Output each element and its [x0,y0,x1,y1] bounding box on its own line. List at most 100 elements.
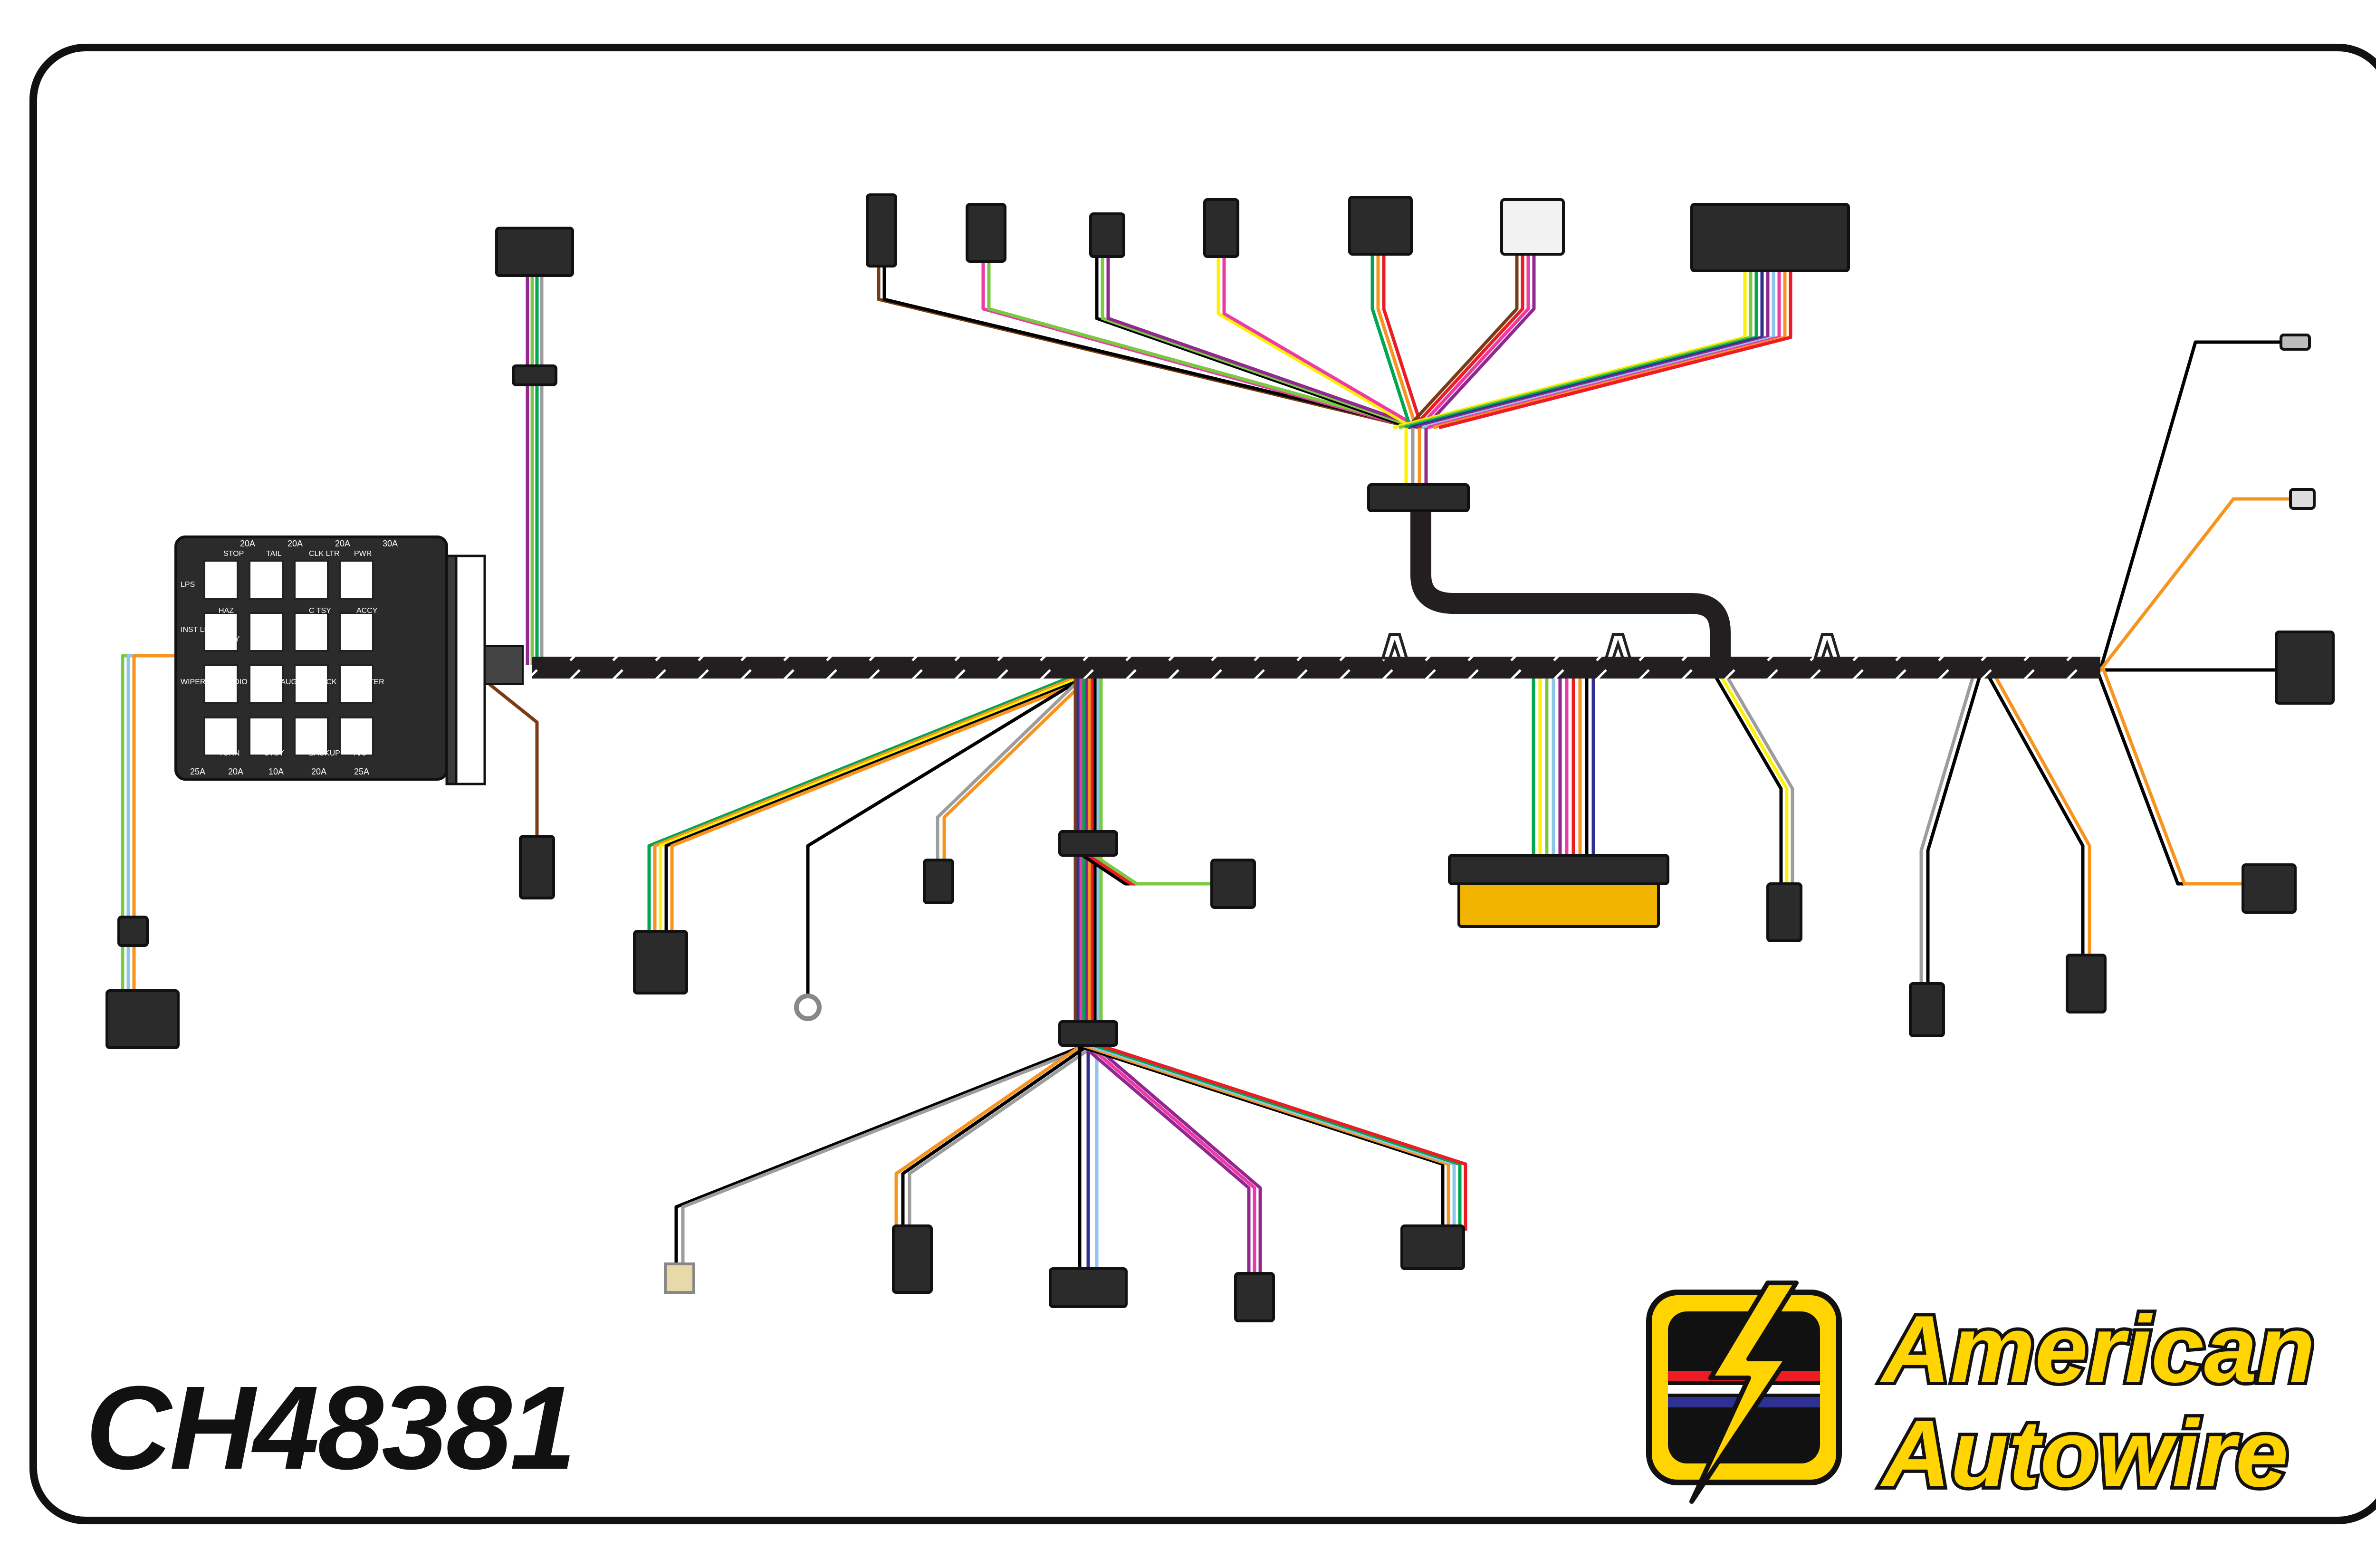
wire [2102,669,2246,886]
fuse-name-label: WIPER [181,678,205,686]
fuse-name-label: INST LPS [181,626,214,634]
main-trunk [532,508,2100,679]
wire [894,1044,1083,1245]
connector-icon [1766,882,1802,942]
wire [647,673,1078,941]
wire [674,1043,1086,1264]
fuse-slot [294,612,329,652]
wire [2099,497,2295,671]
wire [681,1043,1092,1264]
fuse-amp-label: 25A [190,767,205,776]
connector-icon [495,227,574,277]
connector-icon [1909,982,1945,1037]
fuse-slot [339,664,374,704]
wire [1099,1043,1467,1231]
wire [806,673,1089,998]
wire [942,673,1093,865]
fuse-amp-label: 30A [383,539,398,548]
fuse-amp-label: 20A [287,539,303,548]
connector-icon [117,916,149,947]
fuse-amp-label: 10A [268,767,284,776]
fuse-slot [249,717,284,756]
fuse-amp-label: 20A [311,767,326,776]
brand-logo [1646,1281,1842,1504]
page-border [29,44,2376,1524]
connector-icon [512,364,557,386]
connector-icon [2242,863,2297,914]
connector-icon [892,1224,933,1294]
connector-icon [923,859,954,904]
wire [1724,674,1794,893]
fuse-name-label: ACCY [356,607,378,615]
wire [1406,238,1519,429]
wire [670,673,1101,941]
connector-icon [633,930,688,994]
connector-icon [2289,488,2316,510]
wire [659,673,1089,941]
connector-icon [866,193,897,268]
wire [1092,1044,1262,1278]
wire [1222,242,1420,430]
brand-name-line2: Autowire [1878,1401,2292,1507]
brand-name-line1: American [1878,1296,2319,1402]
connector-icon [519,835,555,899]
fuse-name-label: ACCY [219,635,240,643]
wire [901,1044,1089,1245]
fuse-slot [339,717,374,756]
fuse-name-label: RADIO [223,678,248,686]
connector-icon [2066,954,2107,1013]
fuse-slot [294,560,329,600]
connector-group [105,193,2335,1322]
ring-terminal-icon [794,994,822,1021]
fuse-name-label: STOP [223,550,244,558]
retainer-clip-icon [1813,633,1841,660]
connector-icon [1203,198,1239,258]
fuse-slot [294,717,329,756]
wire [1087,1043,1456,1231]
lightning-bolt-icon [1689,1281,1799,1504]
fuse-name-label: BACKUP [309,749,340,757]
part-number: CH48381 [86,1361,576,1494]
wire [1713,674,1783,893]
fuse-name-label: HEATER [354,678,384,686]
connector-icon [1367,483,1470,512]
connector-icon [1234,1272,1275,1322]
retainer-clip-icon [1380,633,1409,660]
wire [1418,238,1530,429]
bulb-socket-icon [664,1262,695,1294]
fuse-amp-label: 20A [335,539,350,548]
connector-icon [1348,196,1413,256]
connector-icon [1457,878,1660,928]
fuse-slot [249,664,284,704]
fuse-name-label: IGN GAUGES [259,678,307,686]
fuse-name-label: CLK LTR [309,550,340,558]
fuse-amp-label: 25A [354,767,369,776]
connector-icon [1058,830,1118,857]
wire [1919,674,1975,988]
fuse-amp-label: 20A [240,539,255,548]
connector-icon [1058,1020,1118,1047]
connector-icon [2275,631,2335,705]
wire [1926,674,1982,988]
connector-icon [2280,334,2311,351]
wire [1986,674,2085,960]
wire [1101,247,1417,430]
retainer-clip-icon [1604,633,1632,660]
wire [1106,247,1423,430]
connector-icon [1089,212,1125,258]
fuse-slot [339,560,374,600]
wire [1093,1043,1462,1231]
wire [1095,247,1411,430]
wire [664,673,1095,941]
connector-icon [1049,1267,1128,1308]
fuse-name-label: TURN [219,749,240,757]
fuse-name-label: LPS [181,581,195,589]
fuse-name-label: C TSY [309,607,331,615]
fuse-slot [203,717,239,756]
fuse-name-label: BAT [309,635,323,643]
wire [1217,242,1414,430]
connector-icon [1400,1224,1465,1270]
fuse-name-label: A/C [354,749,367,757]
wire [488,683,539,846]
